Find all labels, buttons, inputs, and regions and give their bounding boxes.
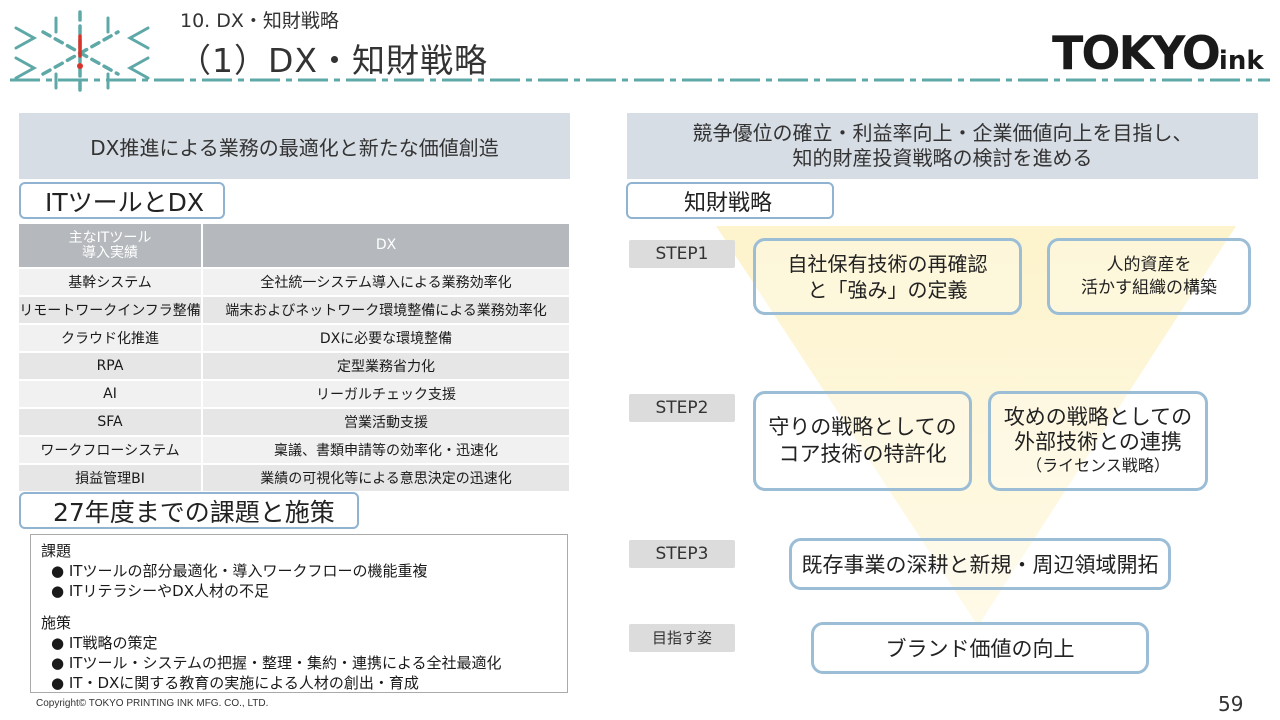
table-header-row: 主なITツール導入実績 DX <box>19 224 569 268</box>
ip-banner-line2: 知的財産投資戦略の検討を進める <box>792 146 1093 170</box>
copyright-text: Copyright© TOKYO PRINTING INK MFG. CO., … <box>36 698 269 709</box>
table-cell-tool: ワークフローシステム <box>19 435 203 464</box>
it-tools-tag: ITツールとDX <box>19 182 225 219</box>
measure-heading: 施策 <box>41 614 72 632</box>
funnel-shape <box>716 226 1236 626</box>
step2-card-defense: 守りの戦略としての コア技術の特許化 <box>753 391 972 491</box>
card-line: 外部技術との連携 <box>1014 430 1182 454</box>
issues-tag: 27年度までの課題と施策 <box>19 492 359 529</box>
header-line-1: 主なITツール <box>68 229 152 246</box>
table-row: ワークフローシステム稟議、書類申請等の効率化・迅速化 <box>19 435 569 464</box>
step1-label: STEP1 <box>629 240 735 268</box>
issues-box: 課題 ● ITツールの部分最適化・導入ワークフローの機能重複 ● ITリテラシー… <box>30 534 568 693</box>
step1-card-tech: 自社保有技術の再確認 と「強み」の定義 <box>753 238 1022 315</box>
brand-logo: TOKYOink <box>1052 26 1264 80</box>
card-line: 活かす組織の構築 <box>1081 277 1217 298</box>
list-item: ● ITツール・システムの把握・整理・集約・連携による全社最適化 <box>51 654 502 672</box>
card-line: 自社保有技術の再確認 <box>787 251 988 276</box>
header-divider <box>10 78 1270 82</box>
brand-main: TOKYO <box>1052 26 1221 80</box>
table-cell-dx: 営業活動支援 <box>202 407 569 436</box>
goal-card: ブランド価値の向上 <box>811 622 1149 674</box>
card-line: と「強み」の定義 <box>807 277 968 302</box>
list-item: ● IT戦略の策定 <box>51 634 158 652</box>
card-line: ブランド価値の向上 <box>885 637 1075 661</box>
step2-card-offense: 攻めの戦略としての 外部技術との連携 （ライセンス戦略） <box>988 391 1208 491</box>
step3-label: STEP3 <box>629 540 735 568</box>
list-item: ● ITツールの部分最適化・導入ワークフローの機能重複 <box>51 562 428 580</box>
table-cell-dx: DXに必要な環境整備 <box>202 323 569 352</box>
dx-banner: DX推進による業務の最適化と新たな価値創造 <box>19 113 570 179</box>
step1-card-human: 人的資産を 活かす組織の構築 <box>1047 238 1251 315</box>
card-line: 攻めの戦略としての <box>1003 405 1193 429</box>
ip-banner-line1: 競争優位の確立・利益率向上・企業価値向上を目指し、 <box>692 121 1193 145</box>
ip-strategy-tag: 知財戦略 <box>626 182 834 219</box>
table-cell-dx: リーガルチェック支援 <box>202 379 569 408</box>
table-cell-tool: 基幹システム <box>19 267 203 296</box>
section-number: 10. DX・知財戦略 <box>180 10 339 32</box>
step3-card: 既存事業の深耕と新規・周辺領域開拓 <box>789 538 1171 590</box>
table-cell-tool: SFA <box>19 407 203 436</box>
header-line-2: 導入実績 <box>82 244 138 261</box>
table-cell-tool: AI <box>19 379 203 408</box>
issue-heading: 課題 <box>41 542 72 560</box>
table-row: 基幹システム全社統一システム導入による業務効率化 <box>19 267 569 296</box>
list-item: ● ITリテラシーやDX人材の不足 <box>51 582 269 600</box>
card-line: コア技術の特許化 <box>778 442 947 466</box>
card-subline: （ライセンス戦略） <box>1026 456 1170 475</box>
table-cell-dx: 定型業務省力化 <box>202 351 569 380</box>
table-cell-dx: 稟議、書類申請等の効率化・迅速化 <box>202 435 569 464</box>
list-item: ● IT・DXに関する教育の実施による人材の創出・育成 <box>51 674 419 692</box>
table-cell-dx: 業績の可視化等による意思決定の迅速化 <box>202 463 569 491</box>
card-line: 守りの戦略としての <box>768 415 957 439</box>
ip-banner: 競争優位の確立・利益率向上・企業価値向上を目指し、 知的財産投資戦略の検討を進め… <box>627 113 1258 179</box>
it-tools-table: 主なITツール導入実績 DX 基幹システム全社統一システム導入による業務効率化 … <box>19 224 569 491</box>
step2-label: STEP2 <box>629 394 735 422</box>
table-header-dx: DX <box>202 224 569 268</box>
ip-strategy-tag-label: 知財戦略 <box>684 190 773 216</box>
dx-banner-text: DX推進による業務の最適化と新たな価値創造 <box>90 135 499 160</box>
it-tools-tag-label: ITツールとDX <box>45 187 205 217</box>
card-line: 人的資産を <box>1106 254 1192 275</box>
brand-sub: ink <box>1218 46 1264 76</box>
issues-tag-label: 27年度までの課題と施策 <box>53 497 335 527</box>
snowflake-logo-icon <box>14 10 150 96</box>
goal-label: 目指す姿 <box>629 624 735 652</box>
page-title: （1）DX・知財戦略 <box>178 41 489 80</box>
table-cell-tool: RPA <box>19 351 203 380</box>
table-cell-dx: 端末およびネットワーク環境整備による業務効率化 <box>202 295 569 324</box>
table-header-tools: 主なITツール導入実績 <box>19 224 203 268</box>
table-cell-tool: クラウド化推進 <box>19 323 203 352</box>
table-row: リモートワークインフラ整備端末およびネットワーク環境整備による業務効率化 <box>19 295 569 324</box>
table-cell-dx: 全社統一システム導入による業務効率化 <box>202 267 569 296</box>
card-line: 既存事業の深耕と新規・周辺領域開拓 <box>801 553 1159 577</box>
table-cell-tool: 損益管理BI <box>19 463 203 491</box>
page-number: 59 <box>1218 692 1244 716</box>
table-cell-tool: リモートワークインフラ整備 <box>19 295 203 324</box>
